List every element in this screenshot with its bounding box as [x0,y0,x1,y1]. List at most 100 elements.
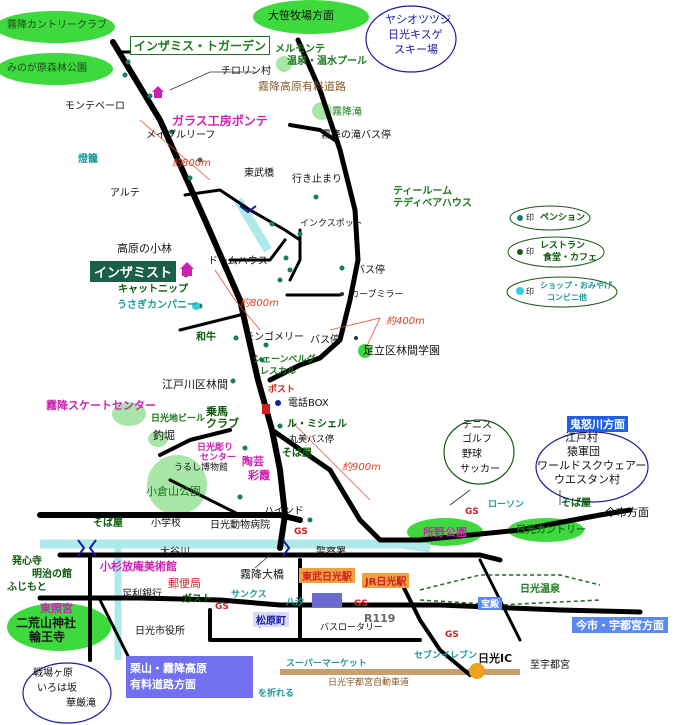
label-city-office: 日光市役所 [135,626,185,637]
label-hachiri: 八汐 [286,598,305,608]
label-wagyu: 和牛 [196,332,216,343]
label-distance-4: 約900m [342,462,381,473]
label-futarasan-2: 輪王寺 [29,630,66,644]
label-gs-3: GS [215,602,229,612]
label-yashio-3: スキー場 [394,43,438,56]
road-mid-west [158,428,232,457]
label-western: ウエスタン村 [554,473,620,486]
label-bus-stop-2: バス停 [310,335,340,346]
label-kirifuri-falls: 霧降滝 [332,107,362,118]
label-matsubara: 松原町 [253,612,289,627]
bridge-marker-3 [282,539,291,557]
label-post: ポスト [268,385,296,395]
road-left-branch [178,313,242,332]
dist-line-1 [139,119,211,181]
bridge-marker-2 [88,539,97,557]
label-toshogu: 東照宮 [40,602,73,615]
bus-stop-dot-1 [340,292,344,296]
label-le-michel: ル・ミシェル [287,419,347,430]
legend-mark-pension: 印 [526,213,534,222]
legend-oval-shop [506,276,618,308]
label-elementary: 小学校 [151,518,181,529]
label-adachi: 足立区林間学園 [363,344,440,357]
dist-line-2 [214,269,261,331]
road-school [168,478,242,517]
label-nikko-carving-1: 日光彫り [197,443,234,453]
label-orete: を折れる [258,689,295,699]
label-nikko-beer: 日光地ビール [151,414,206,424]
label-imaichi-dir: 今市方面 [605,506,649,519]
label-touge-2: 彩霞 [248,469,270,482]
label-gs-1: GS [465,507,479,517]
leader-kirifuri-bridge [254,554,271,569]
road-r119 [208,608,422,642]
label-senjogahara: 戦場ヶ原 [33,668,73,679]
label-gs-5: GS [445,630,459,640]
label-edomura: 江戸村 [565,431,598,444]
label-higashi-bridge: 東武橋 [244,168,274,179]
legend-restaurant-2: 食堂・カフェ [543,253,598,263]
blob-skate [112,402,146,426]
label-joba-1: 乗馬 [206,405,228,418]
label-yashio-1: ヤシオツツジ [385,13,451,26]
legend-dot-restaurant [517,249,523,255]
label-joba-2: クラブ [206,417,239,430]
oval-kinugawa-area [535,431,649,503]
label-hind: ハインド [264,506,304,517]
leader-chirorin [169,71,255,91]
label-animal-hospital: 日光動物病院 [210,520,270,531]
label-schonberg-2: レスカル [260,367,297,377]
label-tearoom-2: テディベアハウス [393,198,472,209]
legend-mark-shop: 印 [526,287,534,296]
house-icon-inzamist [180,262,194,276]
label-arute: アルテ [110,188,140,199]
label-bus-stop-1: バス停 [355,265,385,276]
label-falls-bus: 霧降の滝バス停 [321,130,391,141]
label-touge-1: 陶芸 [242,455,264,468]
label-tsuribori: 釣堀 [153,429,175,442]
label-kuriyama-1: 栗山・霧降高原 [130,662,207,675]
label-usagi: うさぎカンパニー [117,300,197,311]
label-seven-eleven: セブンイレブン [414,651,478,661]
label-edogawa: 江戸川区林間 [162,378,228,391]
label-inzamis-garden: インザミス・トガーデン [130,36,271,55]
legend-dot-shop [516,287,524,295]
label-sankusu: サンクス [231,590,267,600]
blob-tsuribori [148,431,168,447]
label-meiji: 明治の館 [32,569,72,580]
label-inzamist: インザミスト [90,261,177,282]
label-daiya-river: 大谷川 [160,547,190,558]
road-dome [228,238,287,262]
label-kirifuri-toll: 霧降高原有料道路 [258,80,346,93]
dashed-rail [419,574,601,591]
road-east-down [398,578,472,677]
legend-mark-restaurant: 印 [526,247,534,256]
road-bottom [37,595,643,615]
label-minogahara: みのが原森林公園 [7,63,87,74]
road-nikko-left [98,598,132,662]
label-golf: ゴルフ [462,434,492,445]
label-lawson: ローソン [488,500,525,510]
label-to-utsunomiya: 至宇都宮 [530,660,570,671]
legend-oval-pension [509,205,591,231]
label-jr-nikko: JR日光駅 [362,573,410,588]
bus-rotary-block [312,593,342,607]
label-maru-bus: 丸美バス停 [289,435,335,445]
kuriyama-box [126,656,253,698]
legend-shop-1: ショップ・おみやげ [540,281,612,290]
label-expressway: 日光宇都宮自動車道 [328,678,410,688]
label-soccer: サッカー [460,464,500,475]
road-falls [288,123,337,142]
phone-dot [275,400,281,406]
label-oosasa: 大笹牧場方面 [268,9,334,22]
label-r119: R119 [364,612,396,625]
label-kirifuri-country: 霧降カントリークラブ [7,20,107,31]
bridge-marker-4 [239,205,257,214]
oval-senjogahara [22,662,112,724]
label-dead-end: 行き止まり [292,174,342,185]
label-schonberg-1: シェーンベルグ [253,355,316,365]
road-ink [288,228,302,282]
house-icon-inzamis [152,86,164,98]
label-urushi: うるし博物館 [174,463,229,473]
